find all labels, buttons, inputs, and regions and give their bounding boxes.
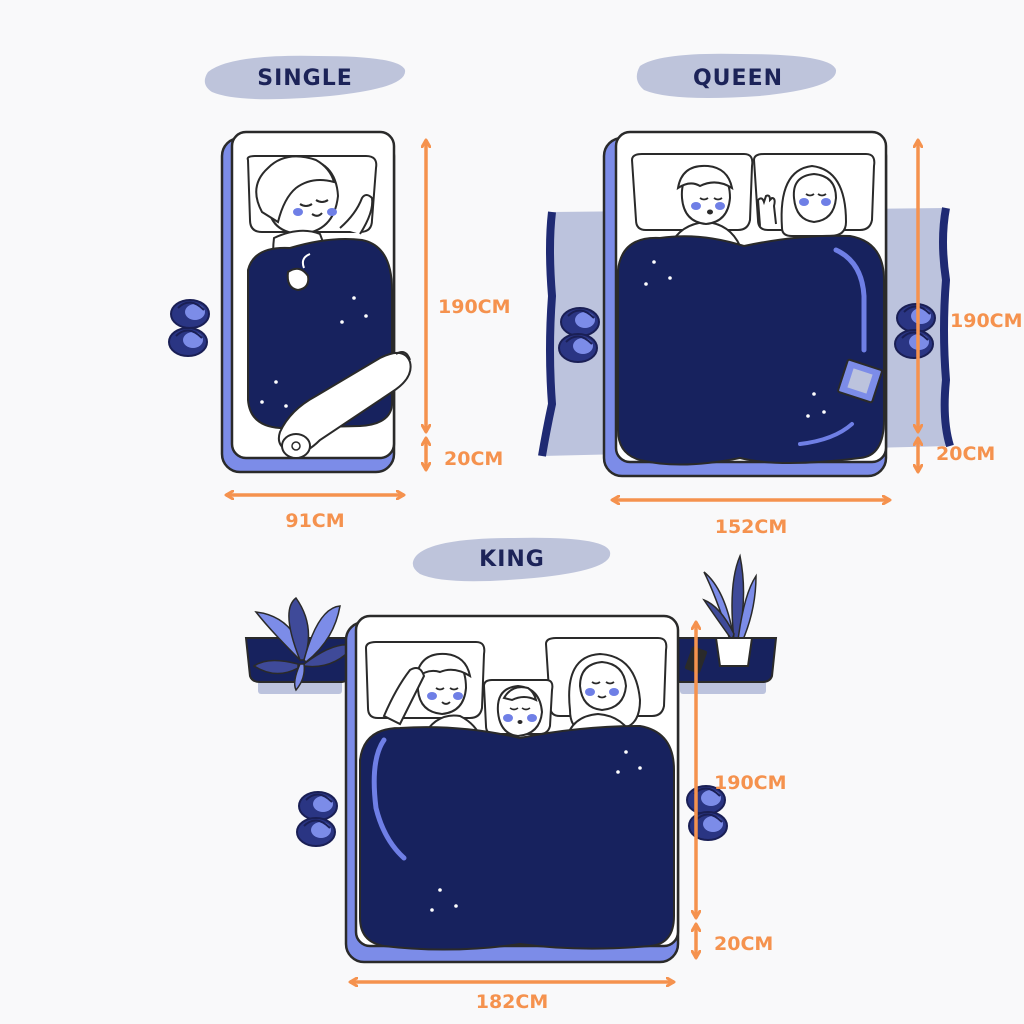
queen-title: QUEEN (693, 66, 783, 91)
single-width-dimension: 91CM (226, 495, 404, 532)
single-label: SINGLE (204, 55, 406, 100)
single-width-label: 91CM (285, 510, 344, 532)
single-bed (220, 130, 412, 474)
girl-sleeper (255, 155, 374, 282)
baby-sleeper (496, 684, 544, 738)
book-icon (837, 358, 883, 404)
potted-plant-icon (702, 553, 757, 667)
king-width-label: 182CM (476, 991, 549, 1013)
king-length-dimension: 190CM 20CM (696, 622, 787, 958)
right-nightstand (668, 553, 778, 694)
queen-length-label: 190CM (950, 310, 1023, 332)
queen-bed-section: QUEEN (538, 53, 1023, 538)
blanket-icon (617, 234, 885, 466)
queen-width-label: 152CM (715, 516, 788, 538)
queen-length-dimension: 190CM 20CM (918, 140, 1023, 472)
king-height-label: 20CM (714, 933, 773, 955)
queen-bed (602, 130, 888, 478)
queen-label: QUEEN (636, 53, 837, 98)
single-bed-section: SINGLE (168, 55, 511, 532)
king-length-label: 190CM (714, 772, 787, 794)
woman-sleeper (756, 164, 848, 237)
king-title: KING (479, 547, 545, 572)
king-label: KING (412, 537, 611, 582)
queen-width-dimension: 152CM (612, 500, 890, 538)
potted-plant-icon (252, 596, 356, 692)
king-width-dimension: 182CM (350, 982, 674, 1013)
slippers-icon (168, 299, 210, 357)
single-length-label: 190CM (438, 296, 511, 318)
body-pillow (277, 351, 412, 459)
single-length-dimension: 190CM 20CM (426, 140, 511, 470)
blanket-icon (359, 724, 675, 951)
queen-height-label: 20CM (936, 443, 995, 465)
king-bed-section: KING (244, 537, 787, 1013)
single-height-label: 20CM (444, 448, 503, 470)
left-nightstand (244, 596, 356, 694)
single-title: SINGLE (257, 66, 353, 91)
king-bed (344, 614, 680, 964)
